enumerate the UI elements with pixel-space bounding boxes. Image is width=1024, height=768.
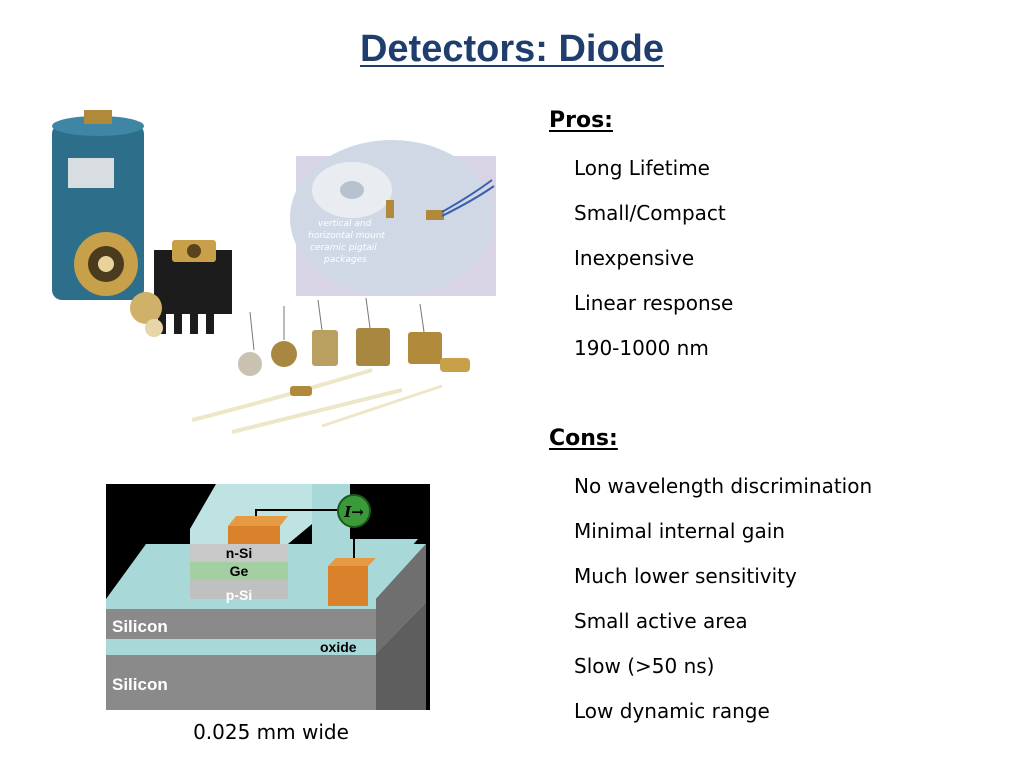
list-item: Small active area — [574, 609, 748, 633]
layer-label-p-si: p-Si — [226, 587, 252, 603]
layer-label-ge: Ge — [230, 563, 249, 579]
cross-section-svg: I→ n-Si Ge p-Si Silicon oxide Silicon — [106, 484, 430, 710]
current-meter-icon — [337, 494, 371, 528]
cylinder-detector — [52, 110, 144, 300]
list-item: 190-1000 nm — [574, 336, 709, 360]
list-item: Low dynamic range — [574, 699, 770, 723]
diagram-caption: 0.025 mm wide — [193, 720, 349, 744]
list-item: No wavelength discrimination — [574, 474, 873, 498]
photo-caption-line: ceramic pigtail — [310, 243, 377, 253]
pros-list: Long Lifetime Small/Compact Inexpensive … — [574, 153, 733, 378]
slide-title: Detectors: Diode — [359, 28, 665, 70]
layer-label-silicon-bottom: Silicon — [112, 675, 168, 694]
pros-heading: Pros: — [549, 108, 613, 133]
current-label: I→ — [343, 503, 364, 521]
list-item: Inexpensive — [574, 246, 695, 270]
layer-label-silicon-top: Silicon — [112, 617, 168, 636]
photo-caption-line: packages — [323, 255, 367, 265]
cons-list: No wavelength discrimination Minimal int… — [574, 471, 872, 741]
layer-label-n-si: n-Si — [226, 545, 252, 561]
cons-heading: Cons: — [549, 426, 618, 451]
list-item: Linear response — [574, 291, 734, 315]
list-item: Slow (>50 ns) — [574, 654, 715, 678]
diode-products-photo: vertical and horizontal mount ceramic pi… — [52, 110, 496, 434]
photo-caption-line: horizontal mount — [308, 231, 385, 241]
heatsink-detector — [130, 240, 232, 337]
photodiode-cross-section: I→ n-Si Ge p-Si Silicon oxide Silicon — [106, 484, 430, 710]
cd-with-pigtails: vertical and horizontal mount ceramic pi… — [290, 140, 496, 296]
list-item: Minimal internal gain — [574, 519, 785, 543]
photo-caption-line: vertical and — [318, 219, 372, 229]
list-item: Much lower sensitivity — [574, 564, 797, 588]
layer-label-oxide: oxide — [320, 639, 357, 655]
to-can-diodes — [191, 297, 470, 434]
list-item: Small/Compact — [574, 201, 726, 225]
list-item: Long Lifetime — [574, 156, 710, 180]
